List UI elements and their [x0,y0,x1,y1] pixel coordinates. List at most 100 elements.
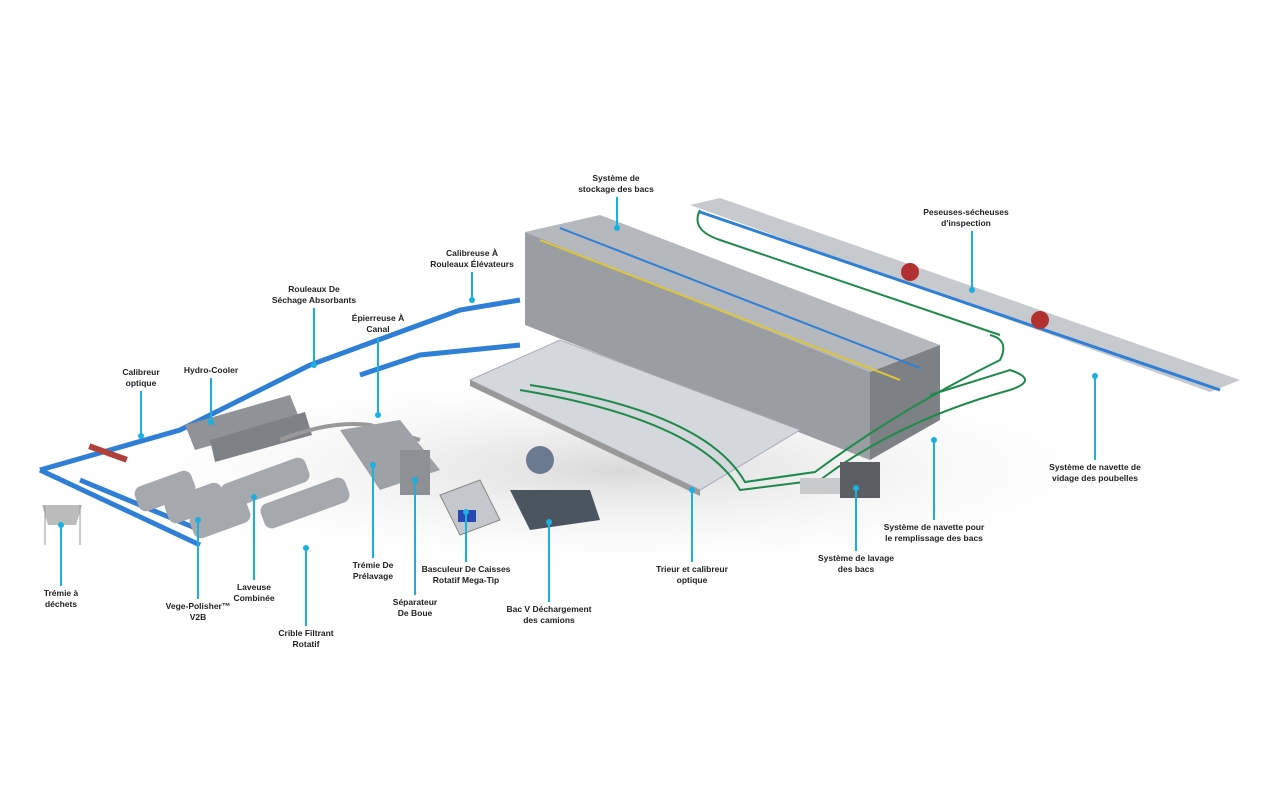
label-line: déchets [44,599,78,609]
shuttle-tracks [519,209,1026,492]
label-line: Calibreuse À [446,248,498,258]
leader-line [197,520,199,599]
washer-drums [134,457,350,539]
label-line: le remplissage des bacs [885,533,983,543]
leader-line [465,512,467,562]
leader-dot [412,477,418,483]
leader-line [414,480,416,595]
leader-line [616,197,618,228]
leader-dot [546,519,552,525]
leader-line [855,488,857,551]
leader-dot [1092,373,1098,379]
leader-line [971,231,973,290]
hydro-cooler-units [185,395,312,462]
leader-dot [251,494,257,500]
label-line: des bacs [837,564,875,574]
label-line: Rotatif [292,639,320,649]
leader-line [210,378,212,422]
label-line: Bac V Déchargement [506,604,592,614]
leader-dot [853,485,859,491]
label-line: De Boue [397,608,433,618]
leader-dot [689,487,695,493]
leader-line [933,440,935,520]
label-line: Trémie à [43,588,79,598]
leader-line [313,308,315,365]
label-line: vidage des poubelles [1052,473,1138,483]
leader-line [253,497,255,580]
label-line: Épierreuse À [351,313,405,323]
label-line: Combinée [233,593,275,603]
label-line: V2B [189,612,207,622]
leader-dot [463,509,469,515]
leader-line [372,465,374,558]
leader-dot [969,287,975,293]
leader-dot [931,437,937,443]
label-line: Vege-Polisher™ [165,601,231,611]
label-line: Peseuses-sécheuses [923,207,1009,217]
label-line: des camions [523,615,575,625]
label-line: Système de navette pour [883,522,985,532]
label-line: Rouleaux De [288,284,340,294]
label-line: Séparateur [392,597,438,607]
label-line: Canal [366,324,390,334]
label-line: stockage des bacs [578,184,654,194]
leader-dot [303,545,309,551]
sorter-grid [468,339,802,496]
label-line: optique [676,575,708,585]
label-line: Crible Filtrant [278,628,334,638]
label-line: Calibreur [122,367,160,377]
leader-line [60,525,62,586]
leader-line [548,522,550,602]
label-hydro-cooler: Hydro-Cooler [184,365,238,376]
leader-dot [311,362,317,368]
bin-washer [800,462,880,498]
leader-dot [370,462,376,468]
label-line: Trémie De [352,560,394,570]
label-line: Prélavage [352,571,394,581]
leader-dot [195,517,201,523]
label-line: Laveuse [236,582,272,592]
label-line: Rouleaux Élévateurs [430,259,514,269]
leader-line [691,490,693,562]
leader-dot [614,225,620,231]
label-line: Système de lavage [817,553,895,563]
leader-line [377,337,379,415]
label-line: d'inspection [941,218,991,228]
waste-hopper [42,505,82,545]
label-line: Hydro-Cooler [183,365,239,375]
leader-dot [138,433,144,439]
leader-line [471,272,473,300]
label-line: Trieur et calibreur [656,564,728,574]
leader-dot [58,522,64,528]
leader-dot [469,297,475,303]
inspection-line [690,198,1240,392]
bin-storage-system [525,215,940,460]
leader-line [140,391,142,436]
leader-line [1094,376,1096,460]
leader-line [305,548,307,626]
label-line: Système de navette de [1049,462,1141,472]
tipper-and-truck [439,446,600,536]
label-line: Basculeur De Caisses [421,564,511,574]
label-line: Rotatif Mega-Tip [432,575,500,585]
